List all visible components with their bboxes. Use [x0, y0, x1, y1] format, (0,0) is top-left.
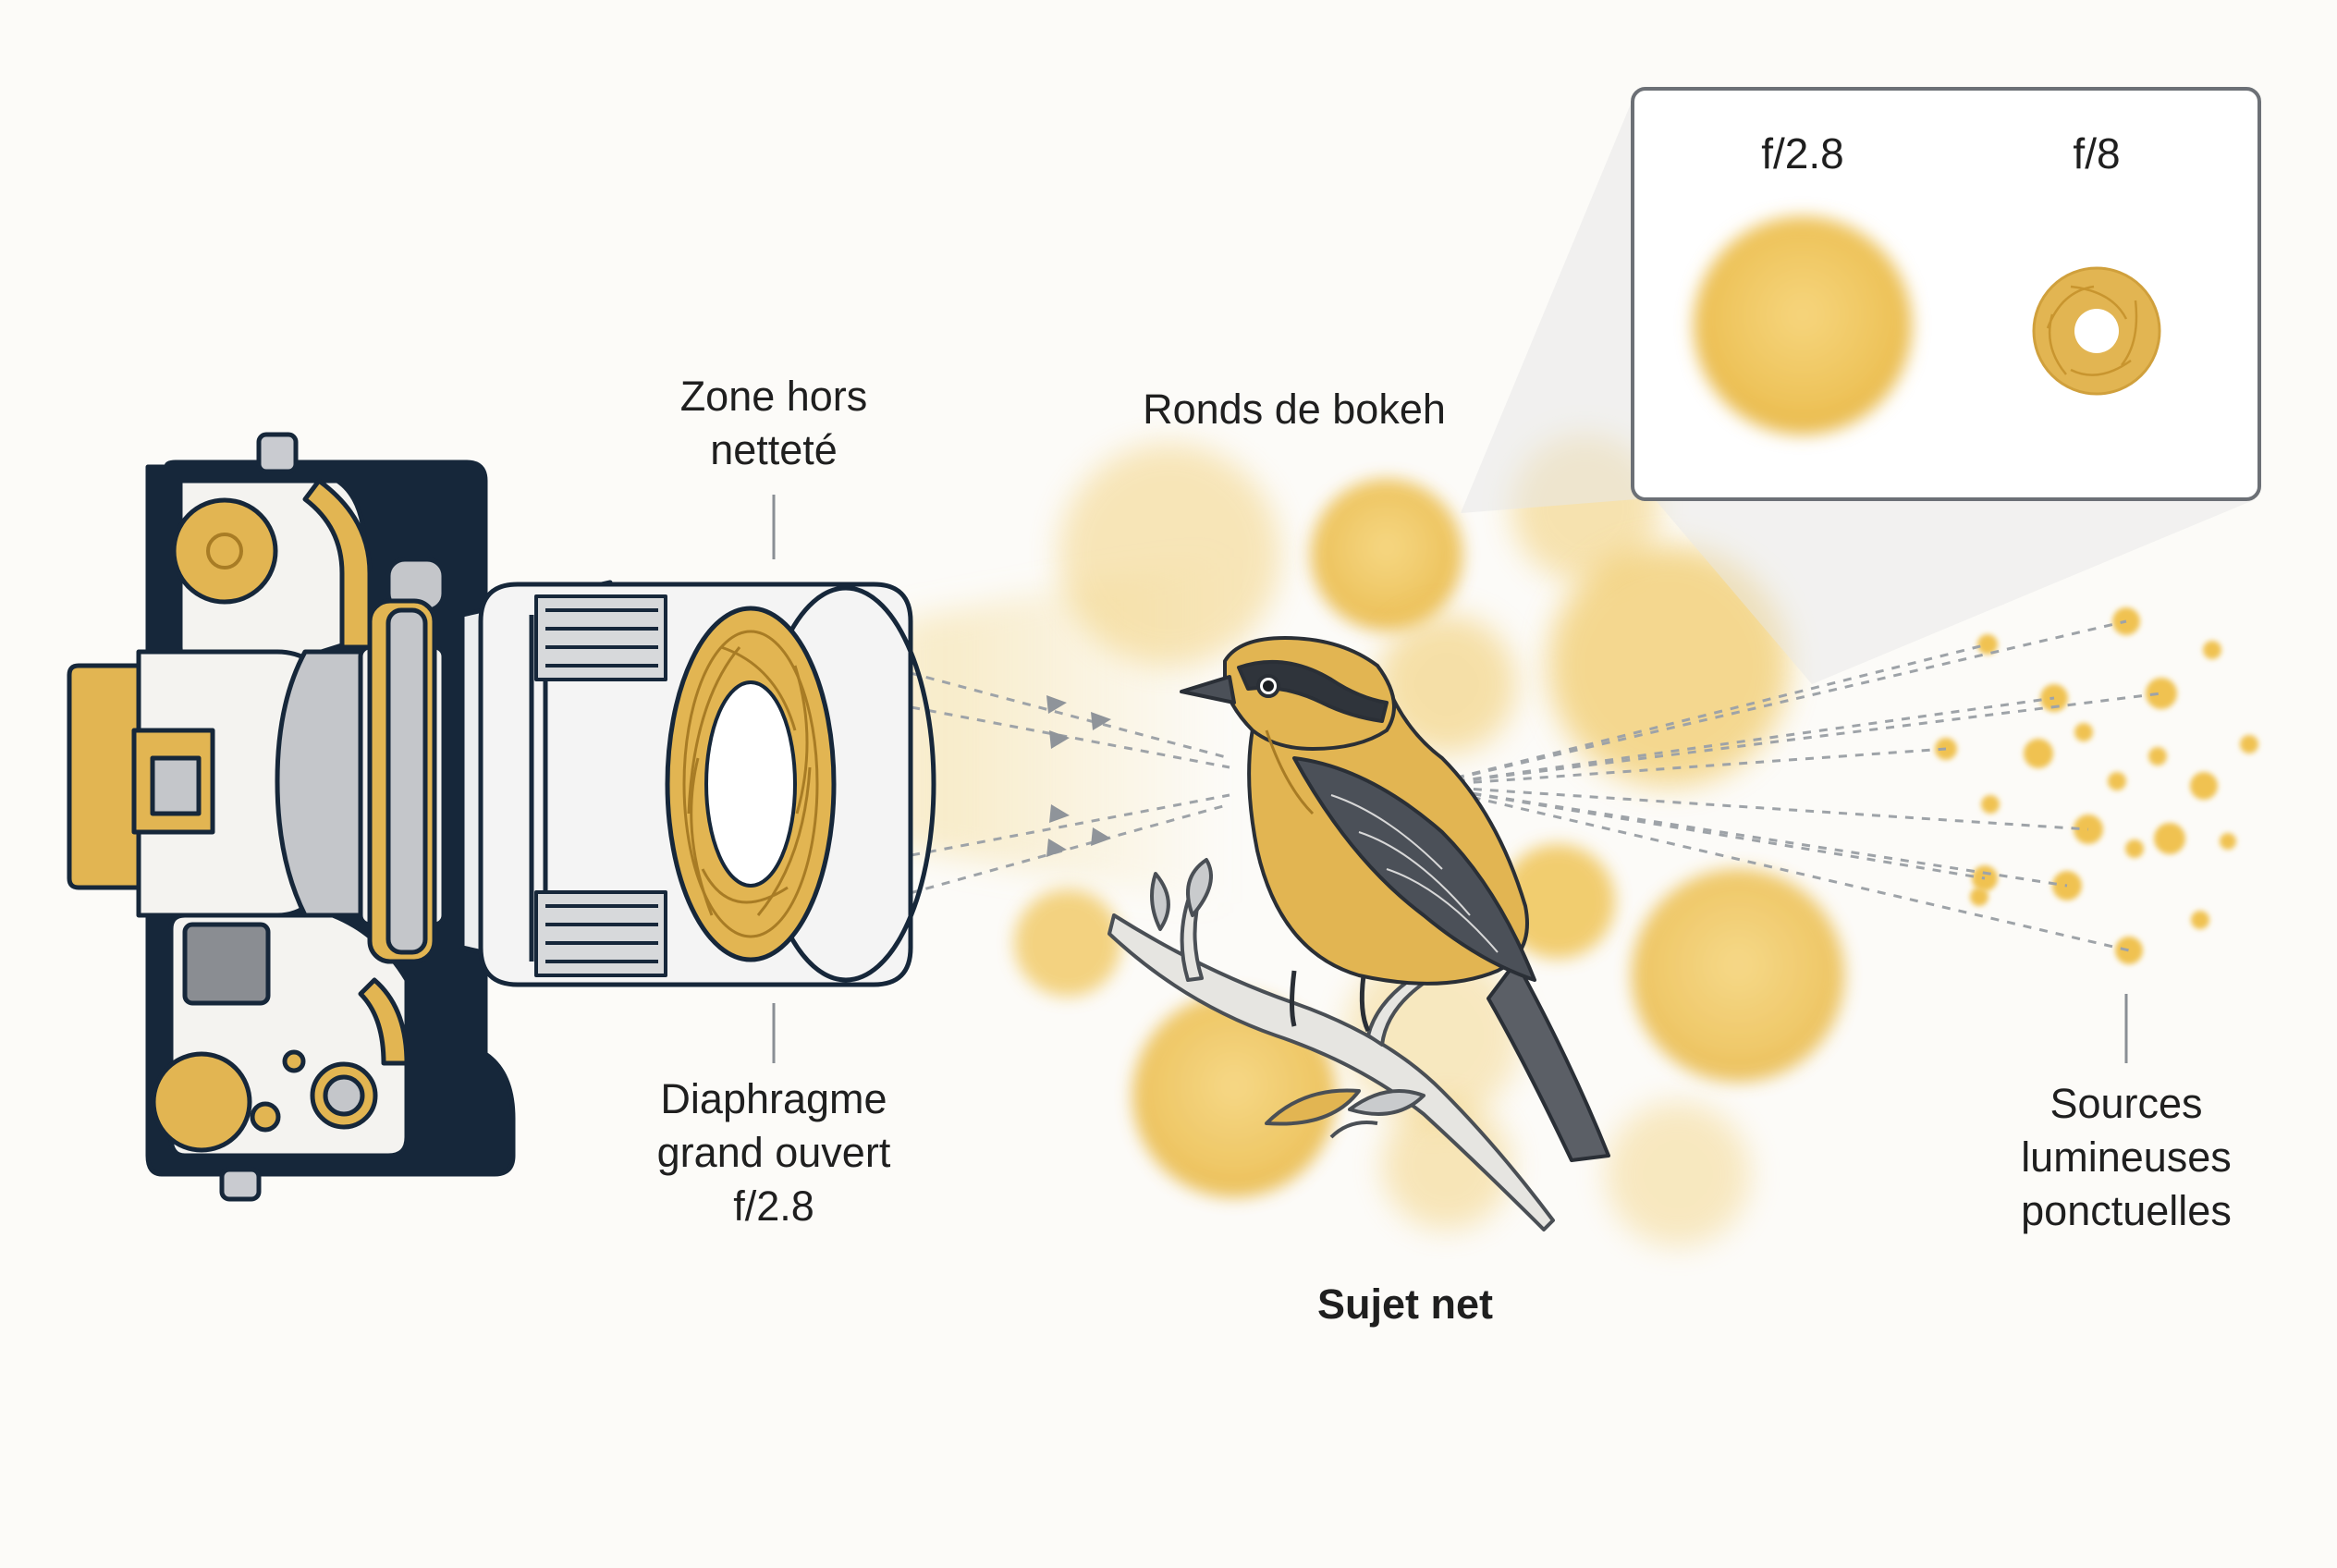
aperture-icon — [667, 608, 834, 960]
camera-icon — [69, 435, 513, 1199]
inset-label-f8: f/8 — [2073, 129, 2120, 178]
bokeh-large-circle — [1694, 216, 1912, 435]
bokeh-small-aperture — [2034, 268, 2160, 394]
inset-box: f/2.8 f/8 — [1633, 89, 2259, 499]
inset-projection — [1461, 91, 1636, 513]
inset-label-f28: f/2.8 — [1761, 129, 1844, 178]
label-ronds-de-bokeh: Ronds de bokeh — [1091, 383, 1498, 436]
label-sujet-net: Sujet net — [1220, 1278, 1590, 1331]
point-light-sources — [1935, 607, 2258, 964]
